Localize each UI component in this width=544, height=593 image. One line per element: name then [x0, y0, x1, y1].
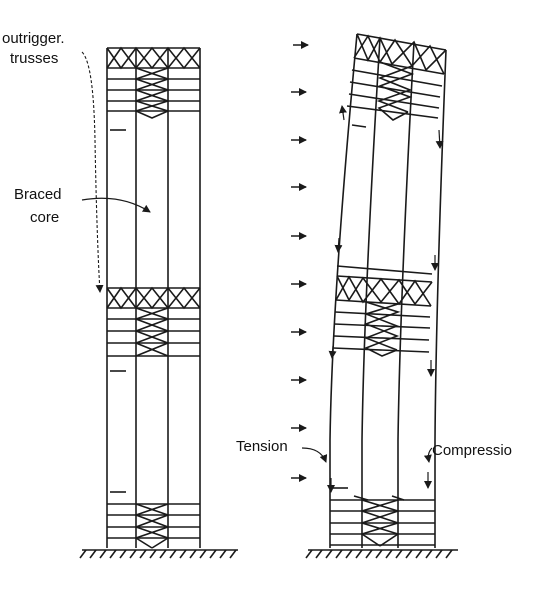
tension-arrows: [327, 105, 347, 493]
top-floors-deflected: [346, 61, 443, 128]
compression-arrows: [424, 129, 444, 489]
braced-core-label-leader: [81, 197, 151, 213]
tension-label-leader: [301, 447, 328, 463]
top-floors: [107, 67, 200, 131]
compression-label-leader: [423, 447, 433, 463]
right-ground: [305, 549, 458, 559]
top-outrigger-truss: [106, 46, 201, 70]
outrigger-label-line1: outrigger.: [2, 30, 65, 47]
left-ground: [79, 549, 238, 559]
middle-floors-deflected: [332, 301, 431, 357]
outrigger-label-line2: trusses: [10, 50, 58, 67]
right-building-wall: [329, 33, 358, 548]
bottom-floors: [107, 491, 200, 549]
right-building-wall: [434, 49, 447, 548]
outrigger-label-leader: [81, 51, 104, 293]
top-outrigger-truss-deflected: [353, 33, 447, 75]
wind-load-arrows: [291, 41, 309, 482]
middle-outrigger-truss: [106, 286, 201, 310]
tension-label: Tension: [236, 438, 288, 455]
middle-outrigger-truss-deflected: [335, 265, 433, 307]
middle-floors: [107, 307, 200, 372]
right-building: [329, 33, 447, 548]
braced-core-label-line2: core: [30, 209, 59, 226]
left-building: [106, 46, 201, 549]
bottom-floors-deflected: [330, 487, 435, 547]
compression-label: Compressio: [432, 442, 512, 459]
braced-core-label-line1: Braced: [14, 186, 62, 203]
